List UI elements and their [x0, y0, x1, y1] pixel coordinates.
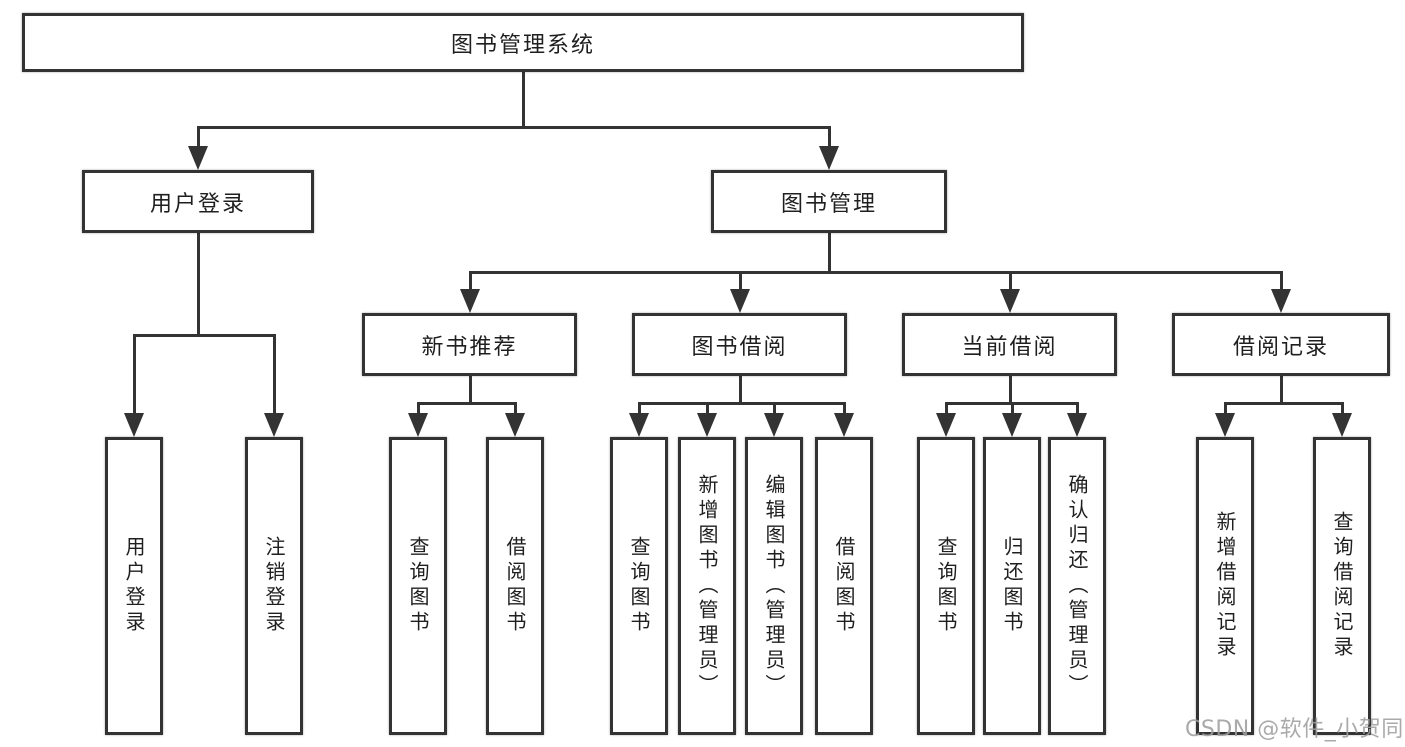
connector-recommend-rail: [416, 401, 517, 405]
arrow-down-icon: [1215, 413, 1235, 437]
arrow-down-icon: [124, 413, 144, 437]
connector-records-rail: [1223, 401, 1344, 405]
arrow-down-icon: [1002, 413, 1022, 437]
leaf-user-login: 用户登录: [105, 437, 163, 735]
arrow-down-icon: [1332, 413, 1352, 437]
arrow-down-icon: [188, 146, 208, 170]
connector-root-drop: [521, 72, 525, 127]
arrow-down-icon: [697, 413, 717, 437]
arrow-down-icon: [819, 146, 839, 170]
connector-to-leaf: [1223, 401, 1227, 416]
connector-to-user-login: [196, 125, 200, 150]
arrow-down-icon: [1000, 289, 1020, 313]
arrow-down-icon: [834, 413, 854, 437]
node-root: 图书管理系统: [22, 13, 1024, 72]
connector-to-leaf: [132, 333, 136, 416]
arrow-down-icon: [1067, 413, 1087, 437]
connector-to-leaf: [637, 401, 641, 416]
connector-to-leaf: [513, 401, 517, 416]
arrow-down-icon: [936, 413, 956, 437]
connector-borrow-rail: [637, 401, 846, 405]
leaf-borrow-books-2: 借阅图书: [815, 437, 873, 735]
leaf-return-book: 归还图书: [983, 437, 1041, 735]
connector-to-leaf: [1340, 401, 1344, 416]
connector-book-mgmt-drop: [827, 233, 831, 272]
connector-to-leaf: [1010, 401, 1014, 416]
leaf-borrow-books-1: 借阅图书: [486, 437, 544, 735]
leaf-query-books-2: 查询图书: [610, 437, 668, 735]
watermark: CSDN @软件_小贺同学: [1185, 717, 1405, 742]
connector-user-login-drop: [196, 233, 200, 335]
connector-recommend-drop: [468, 376, 472, 403]
leaf-edit-book-admin: 编辑图书（管理员）: [745, 437, 803, 735]
arrow-down-icon: [264, 413, 284, 437]
connector-current-drop: [1008, 376, 1012, 403]
connector-to-level3: [468, 270, 472, 292]
node-current-borrow: 当前借阅: [902, 313, 1117, 376]
connector-level2-rail: [196, 125, 831, 129]
arrow-down-icon: [1271, 289, 1291, 313]
node-borrow-records: 借阅记录: [1172, 313, 1390, 376]
connector-level3-rail: [468, 270, 1283, 274]
connector-borrow-drop: [738, 376, 742, 403]
connector-to-leaf: [272, 333, 276, 416]
node-book-management: 图书管理: [711, 170, 947, 233]
connector-to-leaf: [1075, 401, 1079, 416]
node-new-book-recommend: 新书推荐: [362, 313, 577, 376]
arrow-down-icon: [460, 289, 480, 313]
leaf-query-borrow-record: 查询借阅记录: [1313, 437, 1371, 735]
node-user-login: 用户登录: [82, 170, 314, 233]
connector-to-level3: [738, 270, 742, 292]
connector-to-leaf: [705, 401, 709, 416]
connector-to-leaf: [842, 401, 846, 416]
arrow-down-icon: [764, 413, 784, 437]
arrow-down-icon: [629, 413, 649, 437]
connector-to-leaf: [772, 401, 776, 416]
connector-to-level3: [1008, 270, 1012, 292]
connector-to-leaf: [944, 401, 948, 416]
leaf-add-borrow-record: 新增借阅记录: [1196, 437, 1254, 735]
connector-records-drop: [1279, 376, 1283, 403]
connector-to-level3: [1279, 270, 1283, 292]
leaf-query-books-3: 查询图书: [917, 437, 975, 735]
leaf-query-books-1: 查询图书: [389, 437, 447, 735]
connector-to-book-mgmt: [827, 125, 831, 150]
connector-to-leaf: [416, 401, 420, 416]
node-book-borrow: 图书借阅: [632, 313, 847, 376]
arrow-down-icon: [408, 413, 428, 437]
leaf-logout: 注销登录: [245, 437, 303, 735]
leaf-confirm-return-admin: 确认归还（管理员）: [1048, 437, 1106, 735]
arrow-down-icon: [730, 289, 750, 313]
arrow-down-icon: [505, 413, 525, 437]
connector-user-login-rail: [132, 333, 276, 337]
leaf-add-book-admin: 新增图书（管理员）: [678, 437, 736, 735]
